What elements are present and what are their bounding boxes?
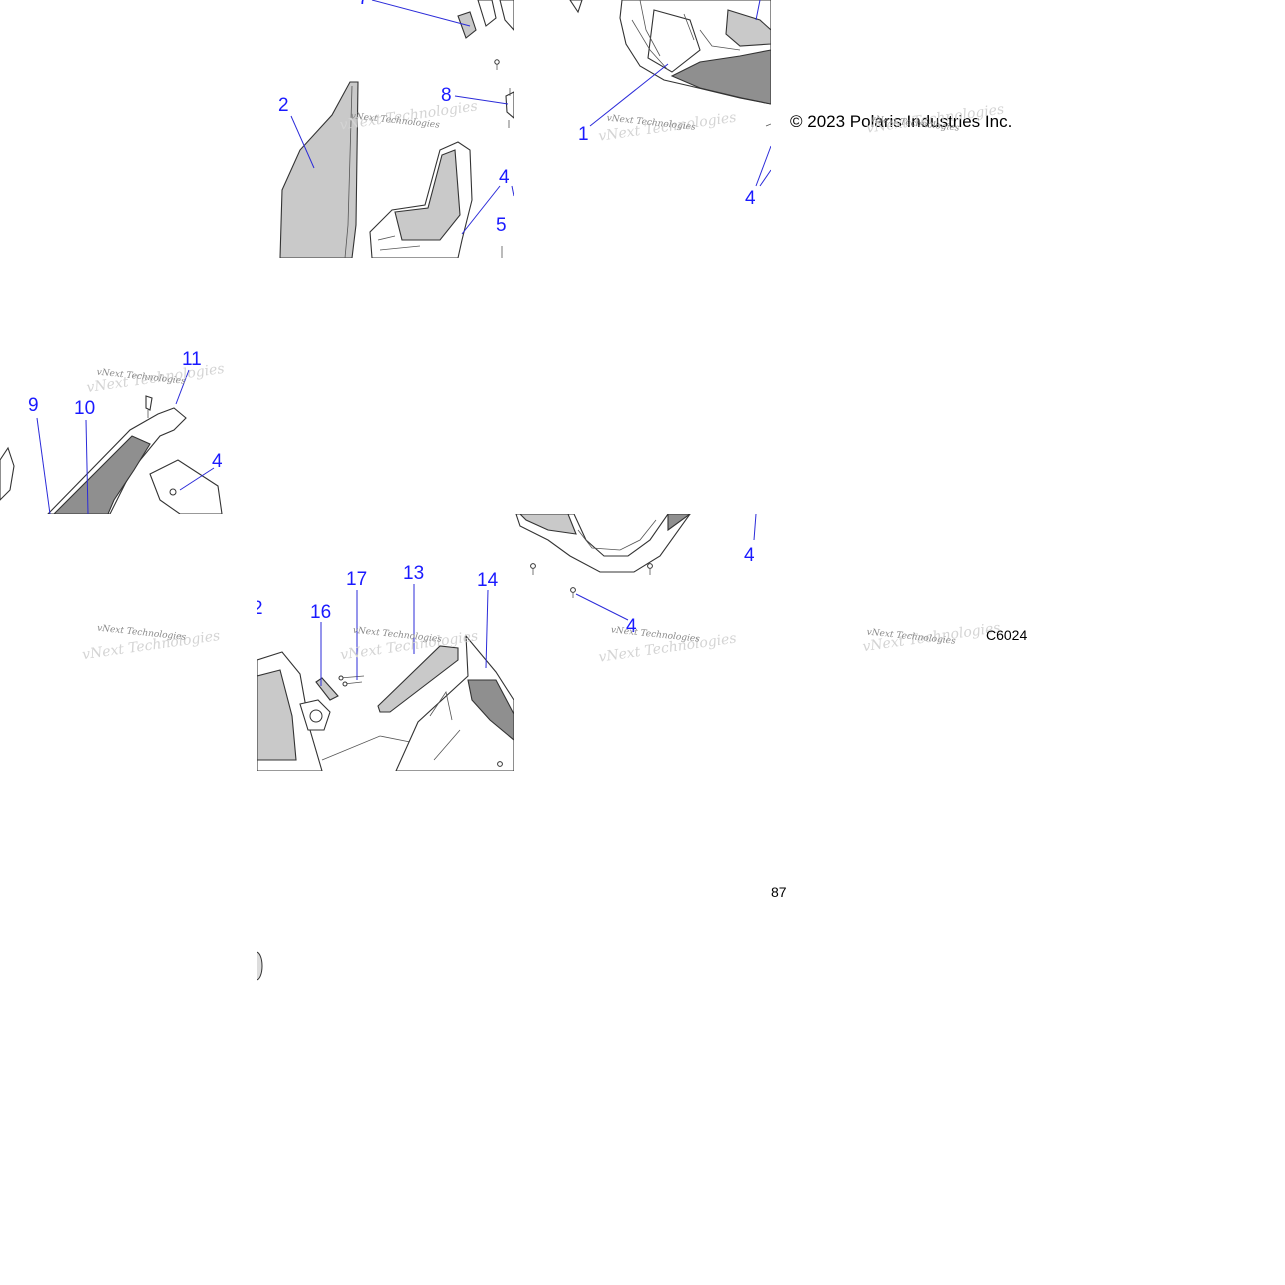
callout-11: 11 <box>182 349 202 370</box>
callout-4-lower-center: 4 <box>626 616 637 637</box>
callout-2: 2 <box>278 95 289 116</box>
callout-8: 8 <box>441 85 452 106</box>
callout-4-lower-right: 4 <box>744 545 755 566</box>
page-number: 87 <box>771 884 787 900</box>
callout-4-middle-left: 4 <box>212 451 223 472</box>
diagram-code: C6024 <box>986 627 1027 643</box>
tile-middle-center: 2 16 17 13 14 vNext Technologies vNext T… <box>252 563 514 771</box>
tile-middle-right: 4 4 vNext Technologies vNext Technologie… <box>515 514 757 666</box>
callout-17: 17 <box>346 569 367 590</box>
callout-12: 2 <box>252 598 263 619</box>
callout-7: 7 <box>358 0 369 9</box>
tile-top-middle: 2 7 8 4 5 vNext Technologies vNext Techn… <box>278 0 514 258</box>
fragment-lower <box>257 951 263 981</box>
copyright-text: © 2023 Polaris Industries Inc. <box>790 112 1012 131</box>
panel-part-13 <box>377 645 459 713</box>
callout-1: 1 <box>578 124 589 145</box>
callout-16: 16 <box>310 602 331 623</box>
callout-9: 9 <box>28 395 39 416</box>
clip-part-16 <box>315 677 339 701</box>
callout-4-top-middle: 4 <box>499 167 510 188</box>
callout-5: 5 <box>496 215 507 236</box>
tile-middle-left: 9 10 11 4 vNext Technologies vNext Techn… <box>0 349 226 514</box>
callout-10: 10 <box>74 398 95 419</box>
callout-14: 14 <box>477 570 499 591</box>
tile-top-right: 1 4 vNext Technologies vNext Technologie… <box>569 0 771 209</box>
callout-13: 13 <box>403 563 424 584</box>
panel-part-2 <box>279 81 359 258</box>
panel-part-14 <box>395 634 514 771</box>
callout-4-top-right: 4 <box>745 188 756 209</box>
